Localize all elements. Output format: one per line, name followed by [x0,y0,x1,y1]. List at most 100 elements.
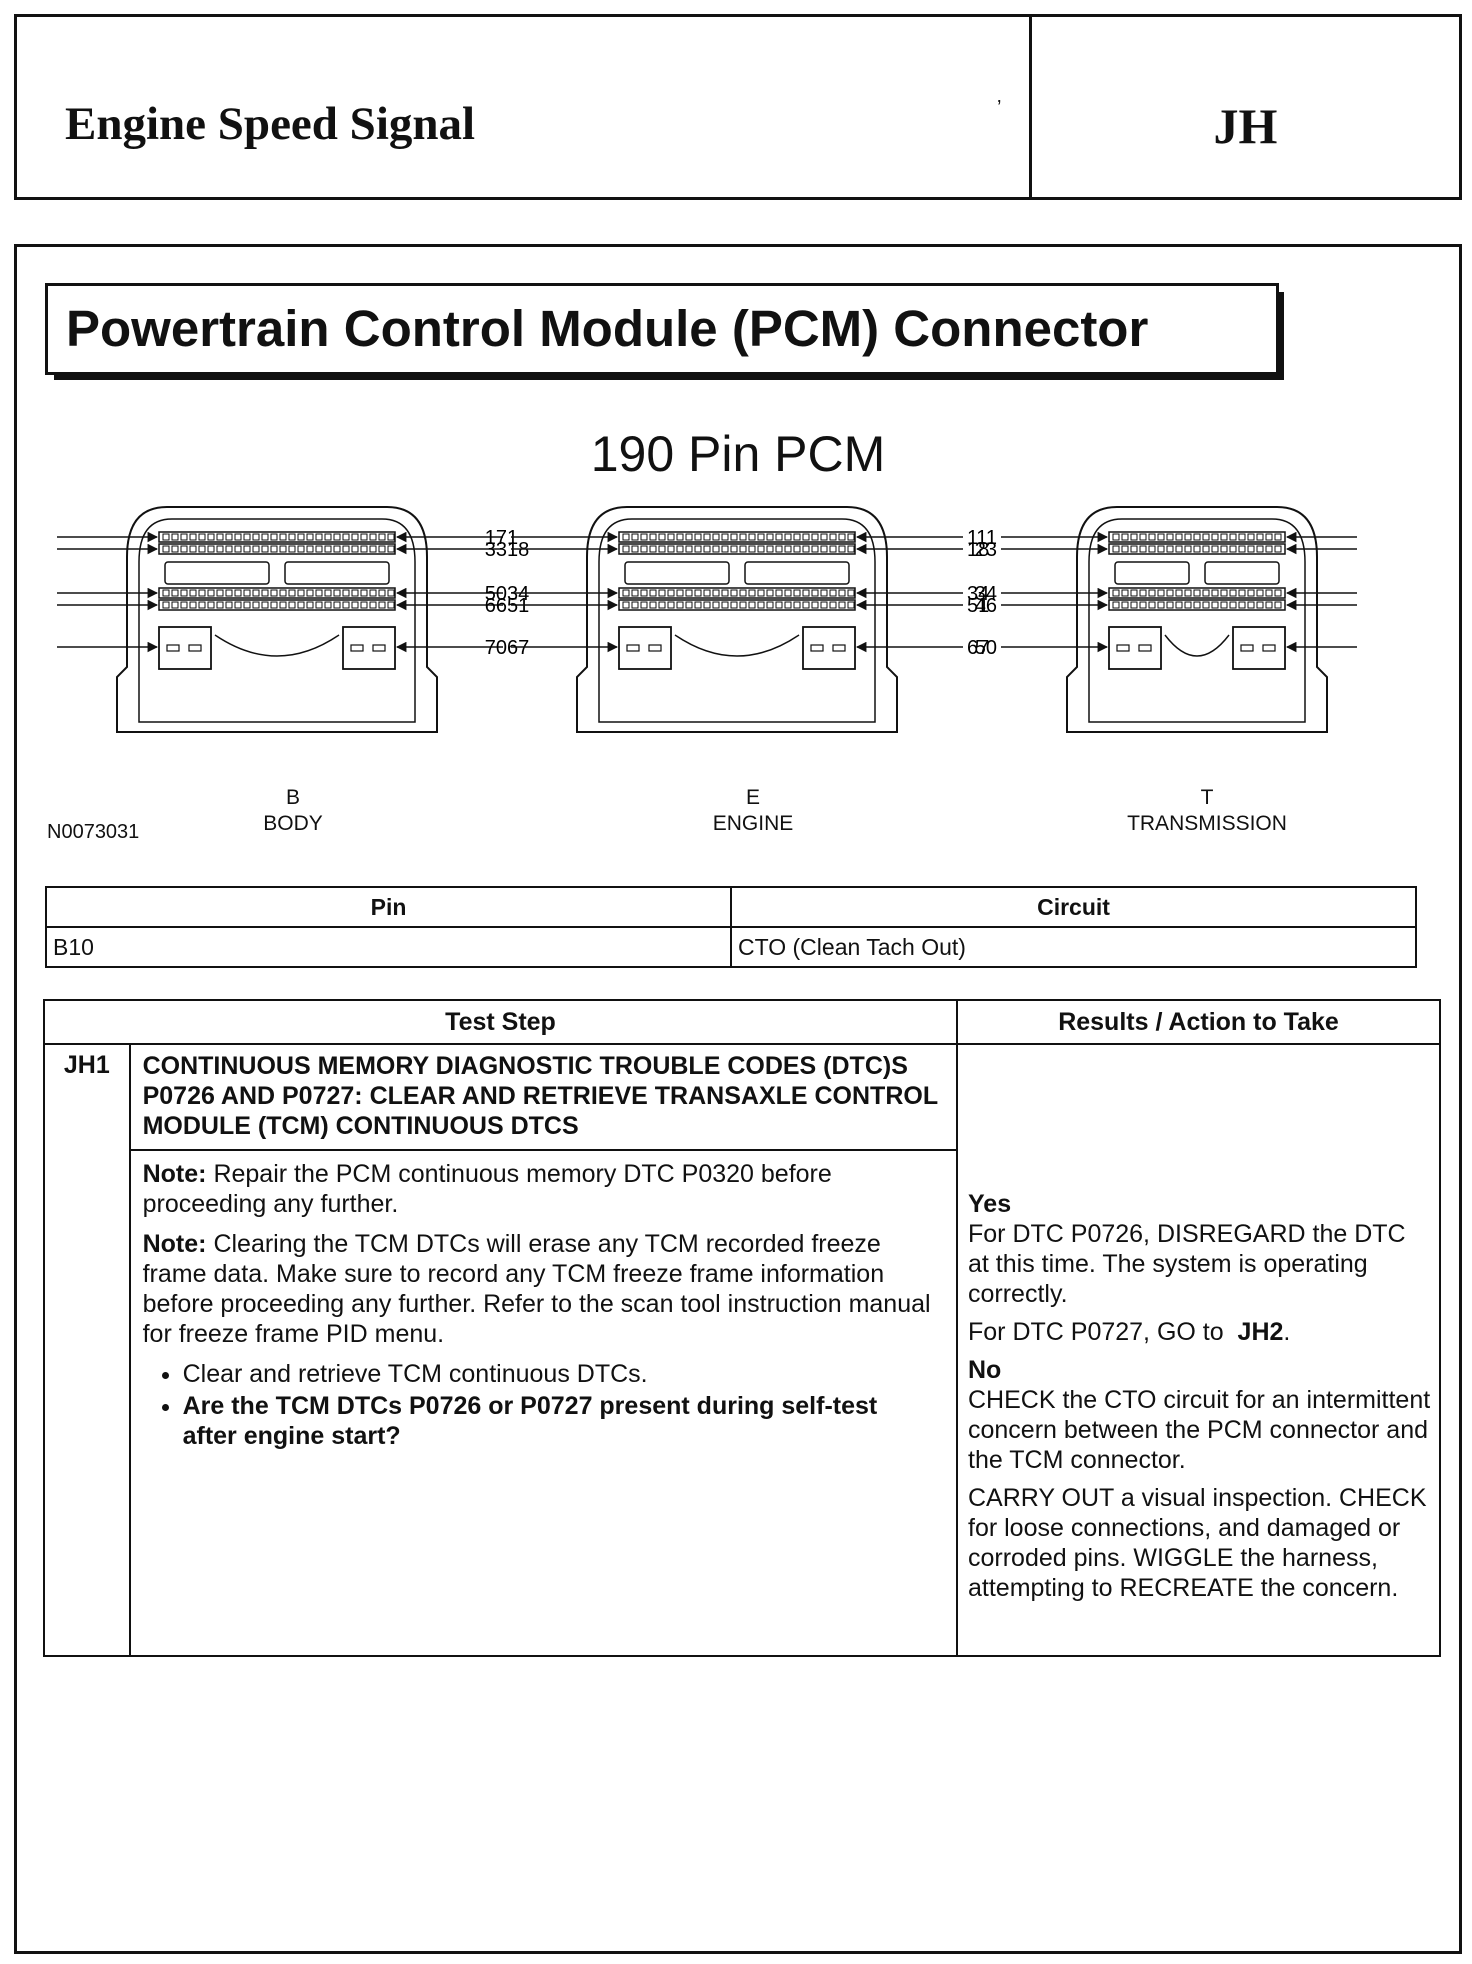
pin-cell [297,589,305,597]
test-step-table: Test Step Results / Action to Take JH1 C… [43,999,1441,1657]
pin-cell [333,545,341,553]
power-pin-block [1108,626,1162,670]
pin-cell [775,589,783,597]
pin-cell [712,601,720,609]
pin-cell [297,545,305,553]
pin-cell [1139,533,1147,541]
pin-cell [333,601,341,609]
pin-cell [1130,601,1138,609]
pin-number-right: 34 [507,583,529,605]
pin-cell [1175,589,1183,597]
pin-cell [622,545,630,553]
pin-cell [270,589,278,597]
pin-cell [784,601,792,609]
yes-action-1: For DTC P0726, DISREGARD the DTC at this… [968,1220,1406,1308]
pin-cell [360,601,368,609]
pin-cell [306,601,314,609]
pin-cell [252,589,260,597]
pin-cell [279,533,287,541]
pin-cell [1112,589,1120,597]
connector-shell [1066,506,1328,733]
pin-cell [1274,601,1282,609]
pin-cell [333,533,341,541]
pin-cell [162,601,170,609]
pin-number-left: 70 [485,637,507,659]
pin-cell [288,589,296,597]
pin-cell [694,601,702,609]
pin-cell [757,545,765,553]
pin-cell [631,589,639,597]
pin-cell [288,545,296,553]
pin-cell [784,545,792,553]
pin-number-right: 1 [507,527,518,549]
pin-cell [1157,589,1165,597]
pin-cell [631,533,639,541]
pin-cell [1202,601,1210,609]
pin-cell [721,589,729,597]
pin-cell [1112,545,1120,553]
pin-number-right: 67 [507,637,529,659]
pin-cell [847,533,855,541]
pin-cell [811,533,819,541]
pin-cell [685,533,693,541]
pin-cell [1184,589,1192,597]
pin-cell [649,601,657,609]
pin-cell [306,533,314,541]
pin-cell [1139,589,1147,597]
pin-cell [730,589,738,597]
pin-cell [721,545,729,553]
pin-cell [712,533,720,541]
pin-cell [378,533,386,541]
pin-cell [712,545,720,553]
connector-label-transmission: T TRANSMISSION [1057,785,1357,837]
pin-cell [820,601,828,609]
pin-cell [739,533,747,541]
pin-cell [721,533,729,541]
pin-cell [387,589,395,597]
power-pin-block [158,626,212,670]
pin-cell [351,545,359,553]
pin-cell [784,589,792,597]
table-header-row: Pin Circuit [45,886,1417,928]
results-text: Yes For DTC P0726, DISREGARD the DTC at … [958,1179,1439,1617]
pin-cell [1157,545,1165,553]
pin-cell [1202,533,1210,541]
pin-row [618,587,856,599]
pin-cell [162,589,170,597]
pin-cell [216,533,224,541]
results-header: Results / Action to Take [956,999,1441,1045]
pin-cell [1184,533,1192,541]
yes-action-2: For DTC P0727, GO to JH2. [968,1317,1433,1347]
pin-number-right: 34 [967,583,989,605]
pin-cell [847,589,855,597]
pin-cell [306,589,314,597]
pin-cell [1229,601,1237,609]
pin-cell [1166,545,1174,553]
pin-cell [1247,601,1255,609]
pin-cell [685,589,693,597]
pin-cell [676,589,684,597]
pin-cell [829,589,837,597]
pin-cell [793,601,801,609]
connector-name: TRANSMISSION [1127,812,1287,835]
power-pin [188,644,202,652]
pin-cell [225,589,233,597]
pin-cell [378,545,386,553]
pin-cell [1112,533,1120,541]
pin-cell [198,533,206,541]
connector-shell [576,506,898,733]
no-action-1: CHECK the CTO circuit for an intermitten… [968,1386,1431,1474]
pin-cell [703,589,711,597]
pin-number-left: 11 [976,527,997,549]
step-cell: CONTINUOUS MEMORY DIAGNOSTIC TROUBLE COD… [128,1043,959,1657]
pin-header: Pin [45,886,732,928]
connector-inner-shell [138,518,416,723]
pin-cell [387,545,395,553]
pin-cell [1184,601,1192,609]
pin-cell [252,601,260,609]
pin-cell [207,589,215,597]
connector-inner-shell [1088,518,1306,723]
pin-cell [694,533,702,541]
pin-cell [171,589,179,597]
connector-shell [116,506,438,733]
